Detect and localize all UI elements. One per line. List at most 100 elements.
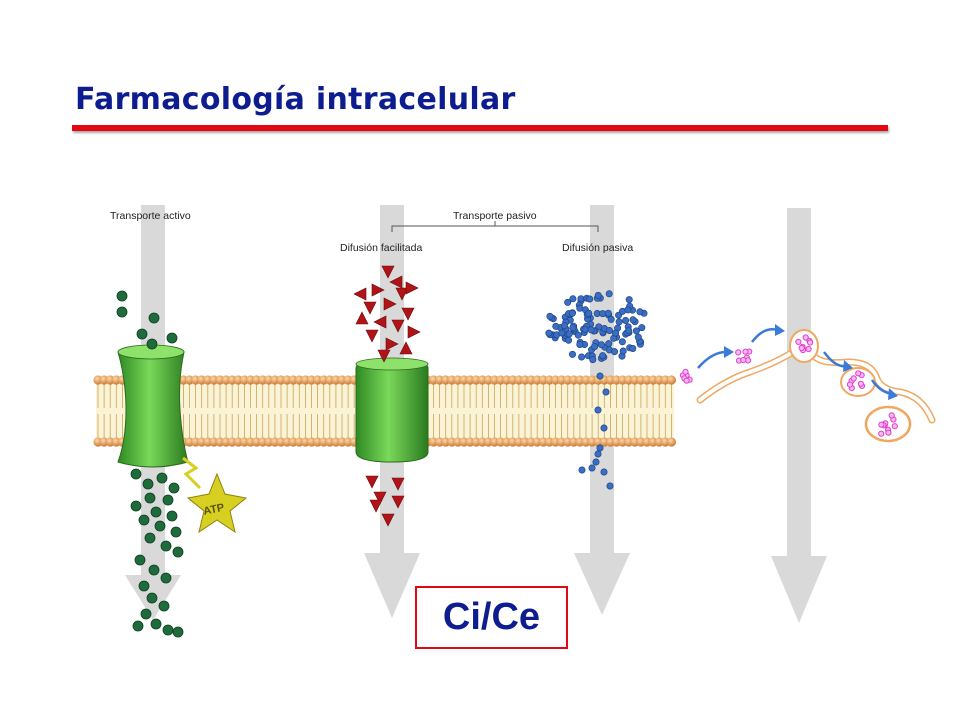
blue-particle [568, 350, 576, 358]
green-particle [172, 626, 184, 638]
blue-particle [619, 347, 627, 355]
pink-particle [888, 412, 895, 419]
blue-particle [591, 343, 599, 351]
blue-particle [558, 329, 566, 337]
green-particle [148, 564, 160, 576]
blue-particle [581, 325, 589, 333]
blue-particle [632, 327, 640, 335]
pink-particle [857, 380, 865, 387]
blue-particle [578, 353, 586, 361]
blue-particle [594, 291, 602, 299]
slide-title: Farmacología intracelular [75, 82, 516, 117]
green-particle [132, 620, 144, 632]
blue-particle [589, 356, 597, 364]
green-particle [172, 546, 184, 558]
green-particle [162, 494, 174, 506]
label-facilitated-diffusion: Difusión facilitada [340, 242, 422, 254]
pink-particle [807, 339, 814, 346]
blue-particle [577, 295, 585, 303]
label-passive-diffusion: Difusión pasiva [562, 242, 633, 254]
blue-particle [618, 338, 626, 346]
red-particle [391, 319, 405, 333]
green-particle [150, 618, 162, 630]
green-particle [162, 624, 174, 636]
blue-particle [607, 315, 615, 323]
green-particle [156, 472, 168, 484]
red-particle [363, 301, 377, 315]
green-particle [138, 514, 150, 526]
red-particle [373, 491, 387, 505]
blue-particle [592, 458, 600, 466]
blue-particle [605, 290, 613, 298]
red-particle [407, 325, 421, 339]
green-particle [166, 510, 178, 522]
endocytosis-particles [679, 334, 898, 437]
blue-particle [605, 326, 613, 334]
arrow-endocytosis [771, 208, 827, 623]
green-particle [170, 526, 182, 538]
blue-particle [597, 341, 605, 349]
blue-particle [565, 330, 573, 338]
blue-particle [587, 326, 595, 334]
pink-particle [855, 370, 862, 377]
active-transport-particles [116, 290, 184, 638]
pink-particle [805, 345, 812, 353]
pink-particle [795, 338, 802, 345]
red-particle [381, 265, 395, 279]
blue-particle [560, 322, 568, 330]
red-particle [383, 297, 397, 311]
red-particle [401, 307, 415, 321]
blue-particle [624, 306, 632, 314]
green-particle [144, 492, 156, 504]
label-passive-transport: Transporte pasivo [453, 210, 537, 222]
blue-particle [611, 329, 619, 337]
blue-particle [565, 336, 573, 344]
blue-particle [600, 468, 608, 476]
blue-particle [600, 424, 608, 432]
pink-particle [878, 421, 885, 428]
blue-particle [576, 340, 584, 348]
blue-particle [594, 450, 602, 458]
green-particle [116, 306, 128, 318]
concentration-ratio-box: Ci/Ce [415, 586, 568, 649]
green-particle [154, 520, 166, 532]
red-particle [391, 477, 405, 491]
red-particle [381, 513, 395, 527]
green-particle [150, 506, 162, 518]
blue-particle [594, 406, 602, 414]
concentration-ratio-label: Ci/Ce [442, 596, 541, 638]
pink-particle [846, 381, 854, 388]
red-particle [391, 495, 405, 509]
blue-particle [586, 295, 594, 303]
green-particle [160, 572, 172, 584]
blue-particle [622, 316, 630, 324]
red-particle [365, 475, 379, 489]
red-particle [395, 287, 409, 301]
pink-particle [891, 423, 898, 430]
blue-particle [636, 308, 644, 316]
blue-particle [576, 304, 584, 312]
blue-particle [596, 444, 604, 452]
blue-particle [625, 327, 633, 335]
blue-particle [634, 333, 642, 341]
blue-particle [605, 340, 613, 348]
green-particle [166, 332, 178, 344]
green-particle [148, 312, 160, 324]
blue-particle [602, 388, 610, 396]
lipid-head [666, 375, 677, 385]
red-particle [373, 315, 387, 329]
blue-particle [596, 372, 604, 380]
facilitated-diffusion-channel [355, 357, 429, 463]
green-particle [144, 532, 156, 544]
green-particle [138, 580, 150, 592]
blue-particle [604, 309, 612, 317]
pink-particle [798, 344, 805, 352]
blue-particle [599, 352, 607, 360]
red-particle [365, 329, 379, 343]
pink-particle [850, 375, 857, 382]
pink-particle [878, 430, 885, 437]
red-particle [355, 311, 369, 325]
red-particle [399, 341, 413, 355]
blue-particle [574, 331, 582, 339]
